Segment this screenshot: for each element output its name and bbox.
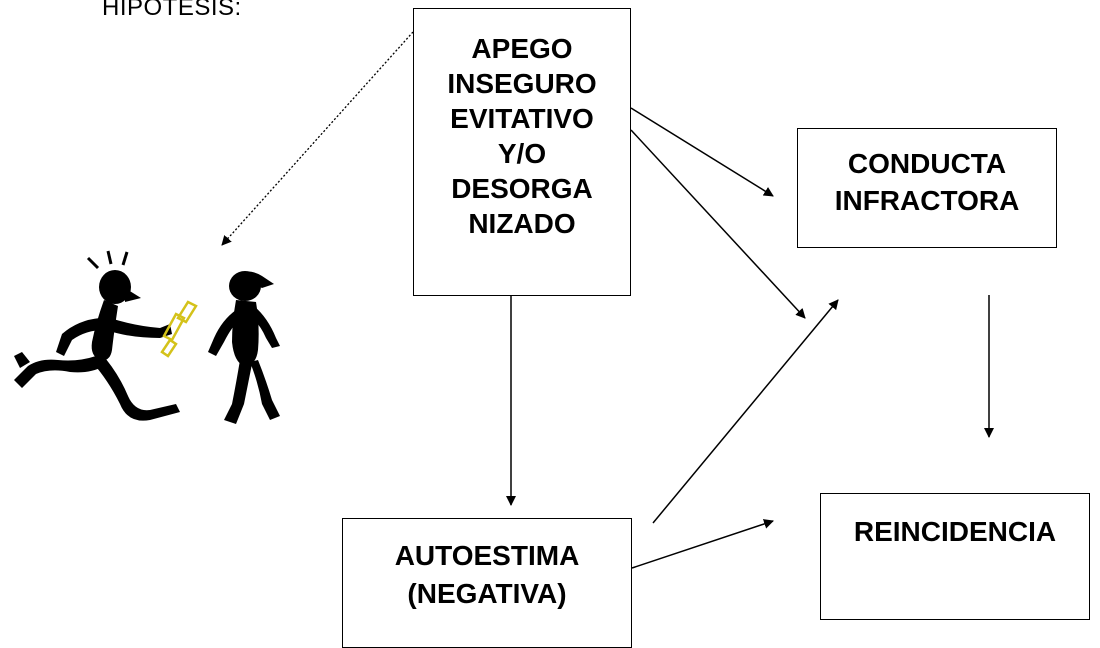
two-figures-passing-baton-icon [14, 250, 280, 424]
diagram-heading: HIPOTESIS: [102, 0, 242, 21]
arrows-layer [14, 31, 994, 569]
hypothesis-diagram: HIPOTESIS: [14, 0, 1090, 648]
node-reincidencia: REINCIDENCIA [820, 493, 1090, 620]
node-autoestima-label: AUTOESTIMA (NEGATIVA) [394, 540, 580, 609]
node-conducta-label: CONDUCTA INFRACTORA [834, 148, 1020, 216]
dotted-arrow-apego-to-figures [221, 31, 414, 246]
node-apego-label: APEGO INSEGURO EVITATIVO Y/O DESORGA NIZ… [447, 33, 597, 239]
arrow-apego-to-reincidencia [630, 129, 806, 319]
node-reincidencia-label: REINCIDENCIA [853, 516, 1057, 547]
arrow-autoestima-to-reincidencia [631, 519, 774, 569]
arrow-autoestima-up [652, 299, 839, 524]
node-apego: APEGO INSEGURO EVITATIVO Y/O DESORGA NIZ… [413, 8, 631, 296]
arrow-apego-to-conducta [630, 107, 774, 197]
node-conducta-infractora: CONDUCTA INFRACTORA [797, 128, 1057, 248]
node-autoestima: AUTOESTIMA (NEGATIVA) [342, 518, 632, 648]
